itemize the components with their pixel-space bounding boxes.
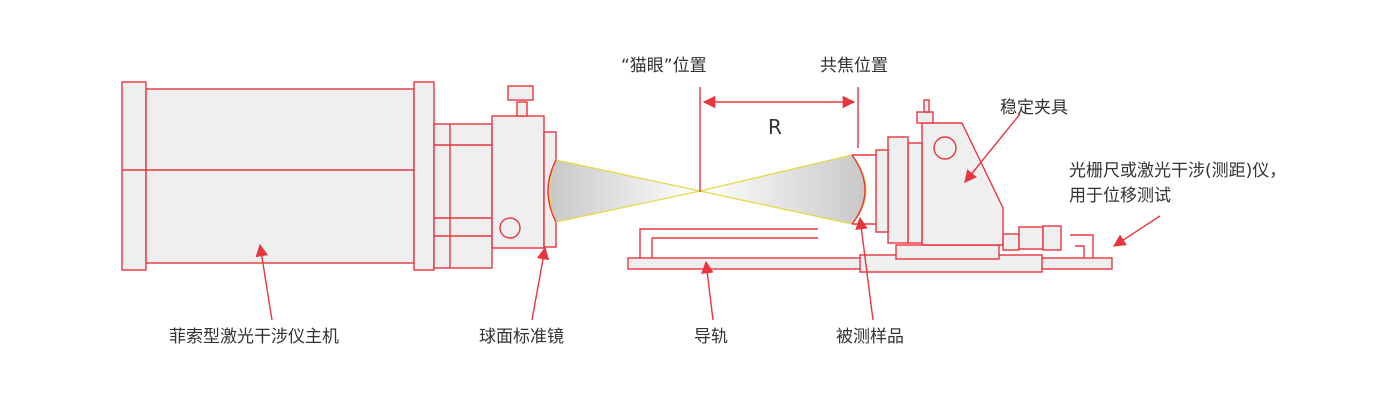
cat-eye-position-label: “猫眼”位置 (621, 56, 707, 76)
spherical-reference-lens (433, 85, 557, 269)
sample-label: 被测样品 (836, 327, 904, 347)
fixture-label: 稳定夹具 (1000, 98, 1068, 118)
radius-label: R (768, 115, 782, 139)
grating-label-line2: 用于位移测试 (1069, 186, 1171, 206)
spherical-reference-label: 球面标准镜 (479, 327, 564, 347)
grating-label-line1: 光栅尺或激光干涉(测距)仪， (1069, 161, 1287, 181)
pointer-arrows (255, 113, 1161, 321)
radius-dimension (699, 87, 859, 192)
light-cones (548, 154, 867, 225)
interferometer-host (121, 81, 435, 271)
interferometer-host-label: 菲索型激光干涉仪主机 (169, 327, 339, 347)
confocal-position-label: 共焦位置 (820, 56, 888, 76)
guide-rail-label: 导轨 (694, 327, 728, 347)
stable-fixture (859, 99, 1043, 273)
grating-ruler-device (1002, 225, 1094, 258)
